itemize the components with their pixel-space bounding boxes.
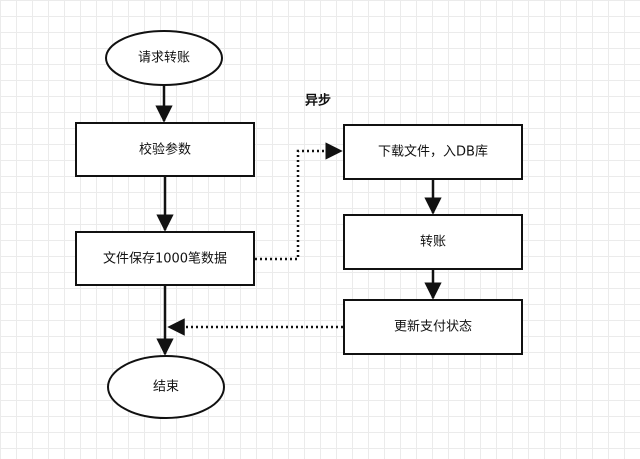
async-label: 异步	[305, 93, 331, 109]
validate-params-label: 校验参数	[139, 142, 191, 158]
end-node-label: 结束	[153, 380, 179, 395]
start-node: 请求转账	[105, 30, 223, 86]
save-file-label: 文件保存1000笔数据	[103, 251, 227, 267]
update-status-label: 更新支付状态	[394, 319, 472, 335]
validate-params-node: 校验参数	[75, 122, 255, 177]
transfer-label: 转账	[420, 235, 446, 250]
start-node-label: 请求转账	[138, 51, 190, 66]
save-file-node: 文件保存1000笔数据	[75, 231, 255, 286]
update-status-node: 更新支付状态	[343, 299, 523, 355]
download-file-label: 下载文件，入DB库	[378, 144, 488, 160]
download-file-node: 下载文件，入DB库	[343, 124, 523, 180]
transfer-node: 转账	[343, 214, 523, 270]
end-node: 结束	[107, 355, 225, 419]
async-connector-save-to-download	[255, 142, 343, 261]
